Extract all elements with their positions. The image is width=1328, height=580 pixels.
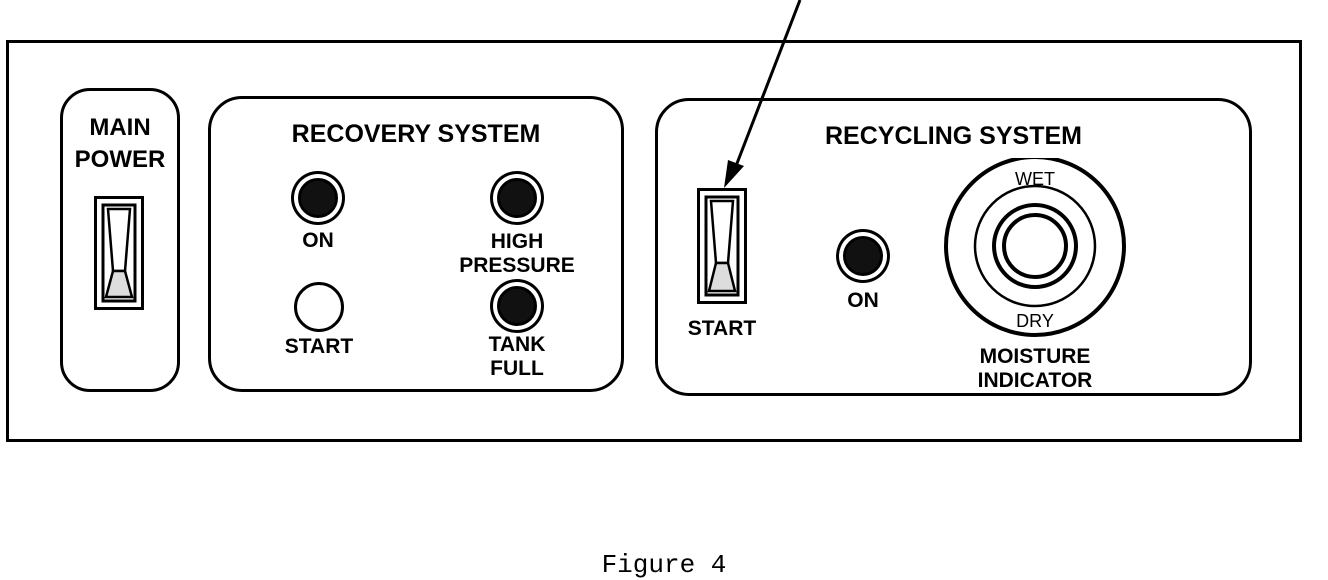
main-power-label-line2: POWER	[74, 146, 166, 173]
high-pressure-indicator	[497, 178, 537, 218]
recycling-start-switch[interactable]	[697, 188, 747, 304]
recovery-start-button[interactable]	[294, 282, 344, 332]
tank-full-label-line1: TANK	[488, 333, 546, 356]
high-pressure-label-line1: HIGH	[490, 230, 544, 253]
moisture-indicator-label-line2: INDICATOR	[977, 369, 1093, 392]
main-power-section	[60, 88, 180, 392]
recovery-system-title: RECOVERY SYSTEM	[291, 120, 541, 148]
main-power-switch[interactable]	[94, 196, 144, 310]
high-pressure-label-line2: PRESSURE	[459, 254, 575, 277]
moisture-wet-label: WET	[1015, 169, 1055, 189]
recovery-start-label: START	[284, 335, 354, 358]
tank-full-indicator	[497, 286, 537, 326]
recovery-on-indicator	[298, 178, 338, 218]
recycling-start-label: START	[687, 317, 757, 340]
rocker-icon	[101, 203, 137, 303]
recycling-on-indicator	[843, 236, 883, 276]
moisture-indicator-gauge	[944, 158, 1126, 337]
control-panel	[6, 40, 1302, 442]
moisture-indicator-label-line1: MOISTURE	[979, 345, 1091, 368]
recycling-on-label: ON	[847, 289, 879, 312]
recycling-system-title: RECYCLING SYSTEM	[825, 122, 1082, 150]
recovery-on-label: ON	[302, 229, 334, 252]
figure-caption: Figure 4	[601, 550, 727, 580]
tank-full-label-line2: FULL	[490, 357, 544, 380]
main-power-label-line1: MAIN	[89, 114, 151, 141]
recycling-system-section	[655, 98, 1252, 396]
recovery-system-section	[208, 96, 624, 392]
rocker-icon	[704, 195, 740, 297]
moisture-dry-label: DRY	[1016, 311, 1054, 331]
